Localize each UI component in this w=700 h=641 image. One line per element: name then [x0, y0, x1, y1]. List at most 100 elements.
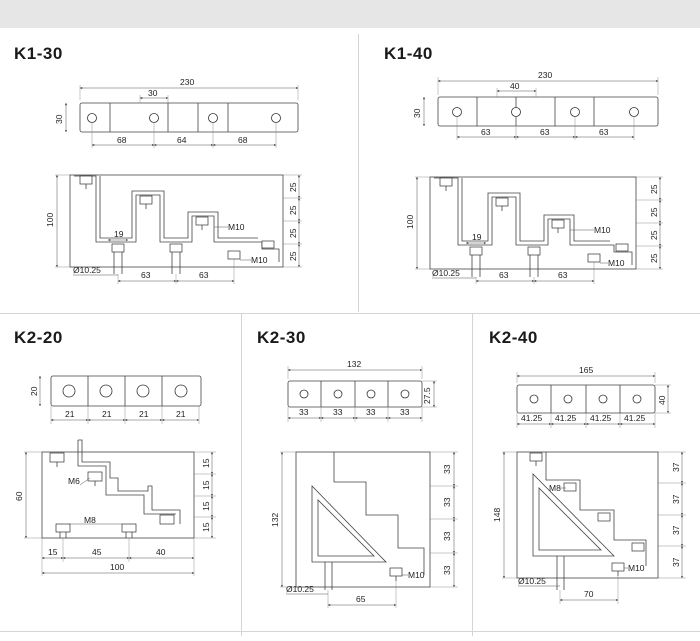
dim-label: 63	[481, 127, 491, 137]
dim-label: 30	[412, 108, 422, 118]
dim-label: 21	[139, 409, 149, 419]
dim-label: 15	[201, 480, 211, 490]
k2-20-side-view: 60 15 15 15 15 M6 M8 15 45 40 100	[14, 439, 216, 576]
k1-40-top-view: 230 40 30 63 63 63	[412, 70, 659, 140]
dim-label: 63	[141, 270, 151, 280]
k2-40-side-view: 148 37 37 37 37 M8 M10 Ø10.25 70	[492, 451, 686, 604]
hole-icon	[632, 394, 642, 404]
dim-label: 37	[671, 557, 681, 567]
dim-label: 33	[442, 531, 452, 541]
k1-30-drawing: 230 30 30 68 64 68	[45, 77, 302, 284]
bolt-label: M10	[608, 258, 625, 268]
k2-30-top-view: 132 27.5 33 33 33 33	[287, 359, 437, 422]
hole-icon	[271, 113, 281, 123]
divider-middle	[0, 313, 700, 314]
k2-40-drawing: 165 40 41.25 41.25 41.25 41.25	[492, 365, 686, 604]
dim-label: 63	[499, 270, 509, 280]
k1-40-side-view: 100 25 25 25 25 19 M10 M10 Ø10.25 63 63	[405, 176, 663, 284]
k2-30-side-view: 132 33 33 33 33 M10 Ø10.25 65	[270, 451, 458, 608]
dim-label: 33	[400, 407, 410, 417]
dim-label: 40	[657, 395, 667, 405]
k1-30-side-view: 100 25 25 25 25 19 M10 M10 Ø10.25	[45, 174, 302, 284]
hole-icon	[149, 113, 159, 123]
divider-bottom	[0, 631, 700, 632]
dim-label: 68	[238, 135, 248, 145]
panel-title-k1-30: K1-30	[14, 44, 63, 63]
dim-label: 21	[176, 409, 186, 419]
bolt-label: M8	[549, 483, 561, 493]
dim-label: 70	[584, 589, 594, 599]
dim-label: 25	[288, 228, 298, 238]
dim-label: 230	[180, 77, 194, 87]
k1-40-drawing: 230 40 30 63 63 63	[405, 70, 663, 284]
dim-label: 41.25	[555, 413, 577, 423]
dim-label: 33	[299, 407, 309, 417]
hole-icon	[452, 107, 462, 117]
dim-label: 19	[472, 232, 482, 242]
hole-icon	[174, 384, 188, 398]
panel-title-k2-40: K2-40	[489, 328, 538, 347]
hole-icon	[99, 384, 113, 398]
hole-icon	[299, 389, 309, 399]
panel-title-k2-20: K2-20	[14, 328, 63, 347]
hole-icon	[400, 389, 410, 399]
bolt-label: M10	[594, 225, 611, 235]
dim-label: 100	[45, 213, 55, 227]
dim-label: 25	[288, 251, 298, 261]
hole-icon	[629, 107, 639, 117]
k2-20-drawing: 20 21 21 21 21 60	[14, 375, 216, 576]
dim-label: 60	[14, 491, 24, 501]
dim-label: 230	[538, 70, 552, 80]
divider-bottom-right	[472, 314, 473, 636]
dim-label: 21	[102, 409, 112, 419]
dim-label: 132	[270, 513, 280, 527]
hole-icon	[208, 113, 218, 123]
dim-label: 19	[114, 229, 124, 239]
dim-label: 68	[117, 135, 127, 145]
dim-label: Ø10.25	[73, 265, 101, 275]
dim-label: Ø10.25	[432, 268, 460, 278]
dim-label: 15	[48, 547, 58, 557]
dim-label: 41.25	[624, 413, 646, 423]
hole-icon	[62, 384, 76, 398]
hole-icon	[366, 389, 376, 399]
dim-label: 63	[558, 270, 568, 280]
dim-label: 15	[201, 458, 211, 468]
panel-title-k1-40: K1-40	[384, 44, 433, 63]
dim-label: 25	[288, 205, 298, 215]
bolt-label: M10	[408, 570, 425, 580]
dim-label: 100	[110, 562, 124, 572]
hole-icon	[529, 394, 539, 404]
dim-label: 132	[347, 359, 361, 369]
dim-label: 21	[65, 409, 75, 419]
bolt-label: M6	[68, 476, 80, 486]
dim-label: 33	[442, 565, 452, 575]
dim-label: 63	[540, 127, 550, 137]
hole-icon	[570, 107, 580, 117]
dim-label: 40	[156, 547, 166, 557]
dim-label: 33	[366, 407, 376, 417]
k1-30-top-view: 230 30 30 68 64 68	[54, 77, 299, 148]
dim-label: 25	[649, 184, 659, 194]
dim-label: 40	[510, 81, 520, 91]
dim-label: 33	[442, 464, 452, 474]
dim-label: 41.25	[521, 413, 543, 423]
dim-label: 64	[177, 135, 187, 145]
hole-icon	[598, 394, 608, 404]
dim-label: 165	[579, 365, 593, 375]
panel-title-k2-30: K2-30	[257, 328, 306, 347]
dim-label: 15	[201, 522, 211, 532]
k2-40-top-view: 165 40 41.25 41.25 41.25 41.25	[516, 365, 671, 428]
dim-label: 27.5	[422, 387, 432, 404]
header-bar	[0, 0, 700, 28]
dim-label: 20	[29, 386, 39, 396]
dim-label: 37	[671, 494, 681, 504]
hole-icon	[333, 389, 343, 399]
dim-label: 63	[199, 270, 209, 280]
bolt-label: M10	[228, 222, 245, 232]
bolt-label: M10	[628, 563, 645, 573]
dim-label: 37	[671, 525, 681, 535]
dim-label: Ø10.25	[286, 584, 314, 594]
hole-icon	[87, 113, 97, 123]
